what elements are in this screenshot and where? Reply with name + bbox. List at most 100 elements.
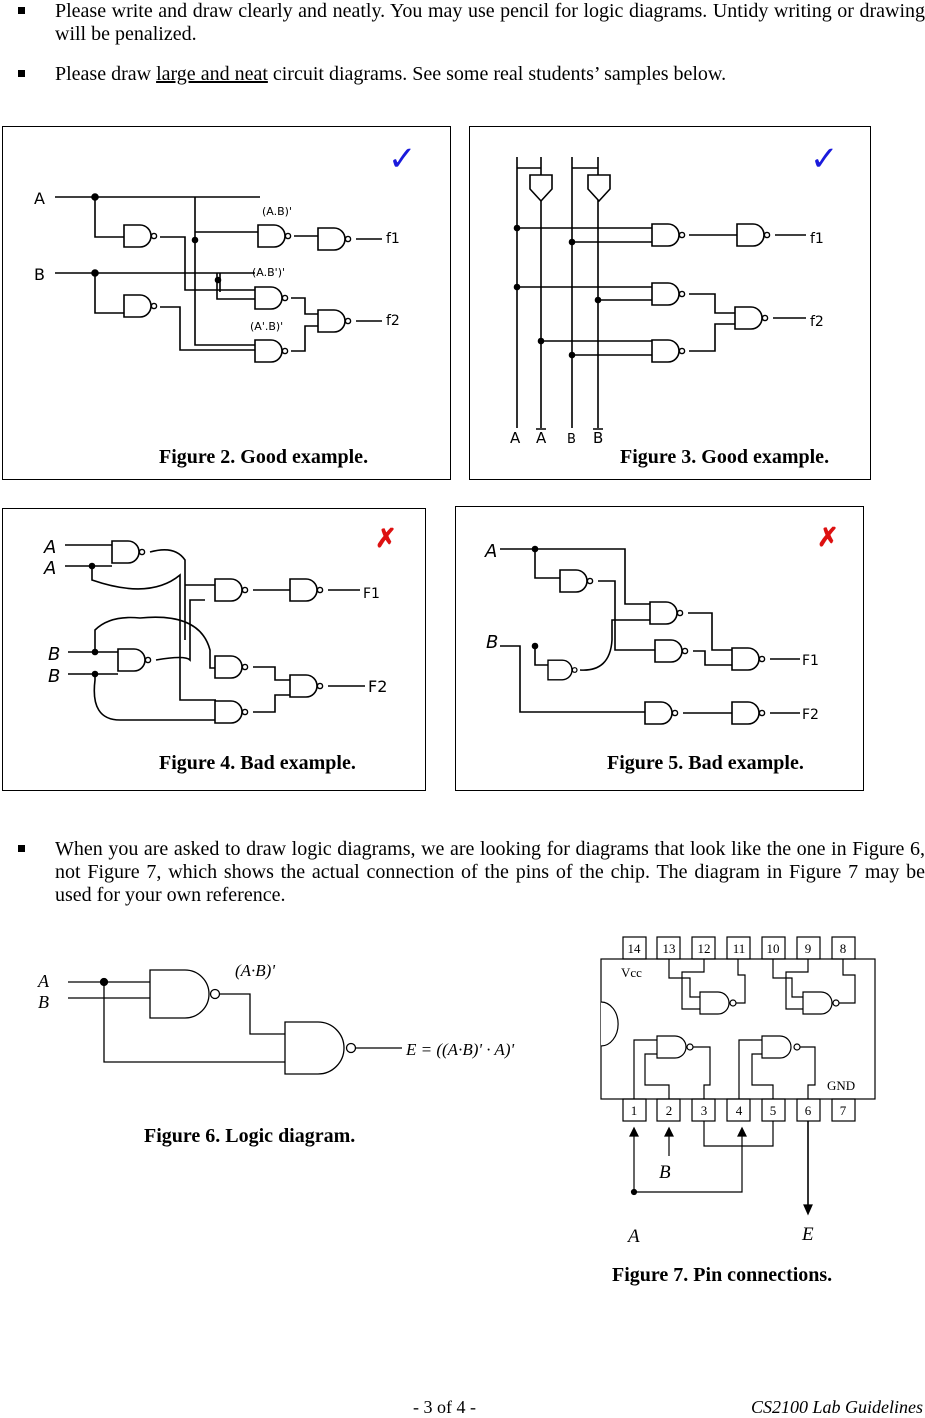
fig2-label-t1: (A.B)' <box>262 205 292 218</box>
fig3-label-f2: f2 <box>810 314 824 330</box>
fig5-label-a: A <box>484 541 497 562</box>
nand-gate <box>214 578 249 602</box>
fig3-label-abar: A <box>536 429 547 447</box>
fig7-pin-labels: 14 13 12 11 10 9 8 1 2 3 4 5 6 7 <box>628 941 847 1118</box>
figure-7-chip <box>600 936 876 1216</box>
nand-gate <box>651 339 686 363</box>
nand-gate <box>651 282 686 306</box>
pin-label: 6 <box>805 1103 812 1118</box>
pin-label: 12 <box>698 941 711 956</box>
figure-7-caption: Figure 7. Pin connections. <box>612 1264 833 1286</box>
fig7-label-a: A <box>626 1226 640 1247</box>
fig3-label-b: B <box>567 432 576 447</box>
nand-gate <box>214 655 249 679</box>
fig6-label-b: B <box>38 992 49 1012</box>
bullet-marker <box>18 845 25 852</box>
bullet-2-pre: Please draw <box>55 63 157 85</box>
figure-5-caption: Figure 5. Bad example. <box>607 752 804 774</box>
fig3-label-a: A <box>510 429 521 447</box>
bullet-1-text: Please write and draw clearly and neatly… <box>55 0 925 45</box>
nand-gate <box>257 224 292 248</box>
nand-gate <box>736 223 771 247</box>
nand-gate <box>731 701 766 725</box>
pin-label: 3 <box>701 1103 708 1118</box>
fig2-label-f2: f2 <box>386 313 400 329</box>
fig7-label-b: B <box>659 1162 671 1183</box>
nand-gate <box>559 569 594 593</box>
nand-gate <box>254 286 289 310</box>
fig6-label-out: E = ((A·B)' · A)' <box>405 1040 514 1059</box>
pin-label: 14 <box>628 941 642 956</box>
figure-2-caption: Figure 2. Good example. <box>159 446 369 468</box>
pin-label: 1 <box>631 1103 638 1118</box>
nand-gate <box>289 674 324 698</box>
fig4-label-f1: F1 <box>363 586 380 602</box>
pin-label: 4 <box>736 1103 743 1118</box>
nand-gate <box>317 227 352 251</box>
pin-label: 2 <box>666 1103 673 1118</box>
figure-5-circuit <box>500 545 800 725</box>
bullet-marker <box>18 70 25 77</box>
nand-gate <box>731 647 766 671</box>
figure-4-frame <box>2 508 426 791</box>
fig5-label-b: B <box>486 632 498 653</box>
fig7-vcc-label: Vcc <box>621 965 642 980</box>
bullet-2-text: Please draw large and neat circuit diagr… <box>55 63 925 86</box>
fig3-label-f1: f1 <box>810 231 824 247</box>
fig5-label-f1: F1 <box>802 653 819 669</box>
page-number: - 3 of 4 - <box>413 1397 476 1417</box>
pin-box <box>831 1098 856 1122</box>
fig2-label-t2: (A.B')' <box>252 266 285 279</box>
nand-gate <box>547 659 578 681</box>
fig7-label-e: E <box>801 1224 814 1245</box>
nand-gate <box>651 223 686 247</box>
figure-3-circuit <box>513 157 806 428</box>
nand-gate <box>117 648 152 672</box>
fig2-label-f1: f1 <box>386 231 400 247</box>
cross-mark-icon: ✗ <box>375 524 397 553</box>
nand-gate <box>317 309 352 333</box>
nand-gate <box>289 578 324 602</box>
pin-label: 10 <box>767 941 780 956</box>
fig4-label-b1: B <box>48 644 60 665</box>
nand-gate <box>123 224 158 248</box>
figure-6-caption: Figure 6. Logic diagram. <box>144 1125 356 1147</box>
fig6-label-a: A <box>37 971 50 991</box>
bullet-3-text: When you are asked to draw logic diagram… <box>55 838 925 906</box>
figure-3-caption: Figure 3. Good example. <box>620 446 830 468</box>
nand-gate <box>254 339 289 363</box>
figure-2-frame <box>2 126 451 480</box>
nand-gate <box>644 701 679 725</box>
bullet-2-post: circuit diagrams. See some real students… <box>267 63 727 85</box>
nand-gate <box>214 700 249 724</box>
cross-mark-icon: ✗ <box>817 523 839 552</box>
nand-gate <box>734 306 769 330</box>
figure-4-circuit <box>65 540 365 724</box>
fig4-label-a1: A <box>43 537 56 558</box>
fig4-label-b2: B <box>48 666 60 687</box>
pin-box <box>622 936 647 960</box>
fig3-label-bbar: B <box>593 429 603 447</box>
fig4-label-f2: F2 <box>368 677 387 696</box>
nand-gate <box>123 294 158 318</box>
fig4-label-a2: A <box>43 558 56 579</box>
figure-4-caption: Figure 4. Bad example. <box>159 752 356 774</box>
bullet-2-underlined: large and neat <box>156 63 268 85</box>
figure-6-circuit <box>68 969 402 1075</box>
nand-gate <box>654 639 689 663</box>
fig7-gnd-label: GND <box>827 1078 855 1093</box>
pin-label: 8 <box>840 941 847 956</box>
pin-label: 5 <box>770 1103 777 1118</box>
pin-label: 11 <box>733 941 746 956</box>
footer-title: CS2100 Lab Guidelines <box>750 1397 923 1417</box>
nand-gate <box>111 540 146 564</box>
fig6-label-mid: (A·B)' <box>235 961 275 980</box>
fig2-label-a: A <box>34 189 45 208</box>
fig5-label-f2: F2 <box>802 707 819 723</box>
check-mark-icon: ✓ <box>810 141 839 178</box>
pin-label: 7 <box>840 1103 847 1118</box>
fig2-label-t3: (A'.B)' <box>250 320 283 333</box>
fig2-label-b: B <box>34 265 45 284</box>
figure-2-circuit <box>55 193 382 363</box>
